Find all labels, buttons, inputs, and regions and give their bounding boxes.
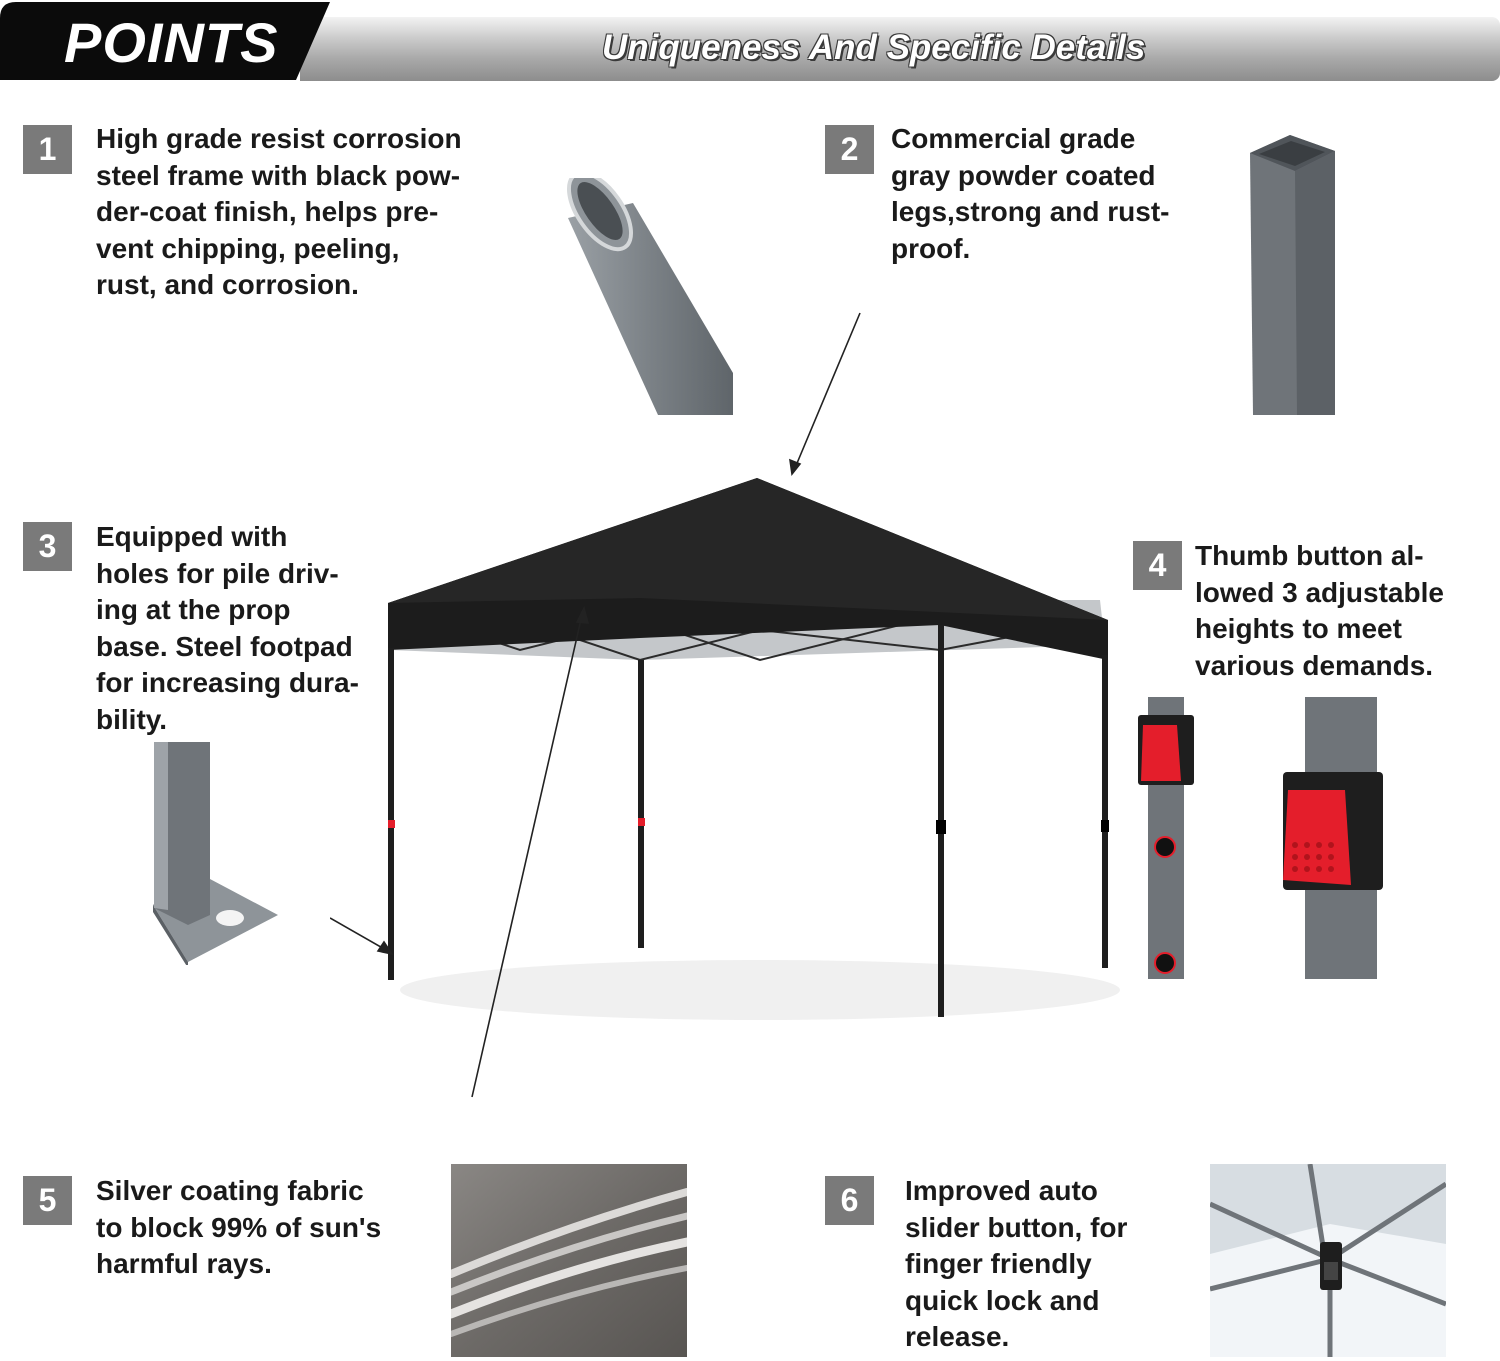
footpad-icon <box>153 742 278 965</box>
thumb-button-icon <box>1138 697 1383 979</box>
feature-6-text: Improved auto slider button, for finger … <box>905 1175 1128 1352</box>
feature-5-badge: 5 <box>23 1176 72 1225</box>
feature-4-text: Thumb button al- lowed 3 adjustable heig… <box>1195 540 1444 681</box>
header-title: Uniqueness And Specific Details <box>602 28 1146 67</box>
feature-2-badge: 2 <box>825 125 874 174</box>
points-tab-shape <box>0 2 330 80</box>
header-banner: POINTS Uniqueness And Specific Details <box>0 0 1500 84</box>
canopy-tent-image <box>330 312 1120 1098</box>
feature-3-badge: 3 <box>23 522 72 571</box>
feature-1-badge: 1 <box>23 125 72 174</box>
feature-4-badge: 4 <box>1133 541 1182 590</box>
slider-button-icon <box>1210 1164 1446 1357</box>
feature-6-badge: 6 <box>825 1176 874 1225</box>
points-label: POINTS <box>64 11 279 74</box>
feature-2-text: Commercial grade gray powder coated legs… <box>891 123 1170 264</box>
feature-1-text: High grade resist corrosion steel frame … <box>96 123 462 300</box>
square-leg-tube-icon <box>1250 135 1335 415</box>
feature-5-text: Silver coating fabric to block 99% of su… <box>96 1175 382 1279</box>
header-band <box>300 17 1500 81</box>
oval-steel-tube-icon <box>566 178 733 415</box>
silver-fabric-icon <box>451 1164 687 1357</box>
feature-3-text: Equipped with holes for pile driv- ing a… <box>96 521 359 735</box>
